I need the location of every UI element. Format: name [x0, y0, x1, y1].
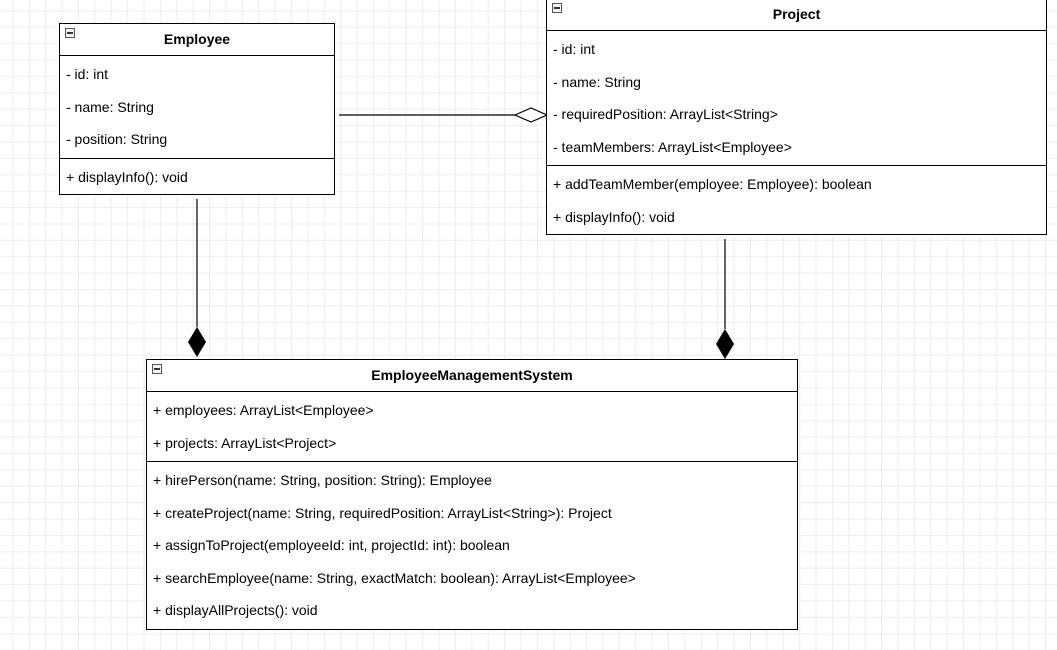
attribute: - name: String	[66, 98, 154, 115]
composition-diamond-employee	[188, 327, 206, 357]
class-employee[interactable]: Employee - id: int - name: String - posi…	[59, 23, 335, 195]
methods-section: + hirePerson(name: String, position: Str…	[147, 462, 797, 629]
method: + searchEmployee(name: String, exactMatc…	[153, 569, 636, 586]
attributes-section: + employees: ArrayList<Employee> + proje…	[147, 392, 797, 462]
collapse-icon[interactable]	[152, 364, 162, 374]
attribute: - id: int	[553, 41, 596, 57]
methods-section: + displayInfo(): void	[60, 159, 334, 196]
attribute: - name: String	[553, 73, 641, 90]
attribute: - requiredPosition: ArrayList<String>	[553, 106, 778, 122]
class-name: EmployeeManagementSystem	[371, 367, 573, 383]
method: + displayInfo(): void	[66, 168, 188, 185]
class-header: Employee	[60, 24, 334, 56]
attribute: - teamMembers: ArrayList<Employee>	[553, 138, 792, 155]
method: + createProject(name: String, requiredPo…	[153, 504, 612, 521]
method: + hirePerson(name: String, position: Str…	[153, 472, 492, 488]
class-project[interactable]: Project - id: int - name: String - requi…	[546, 0, 1047, 235]
attribute: - id: int	[66, 66, 109, 82]
attribute: - position: String	[66, 131, 168, 147]
collapse-icon[interactable]	[65, 28, 75, 38]
attribute: + projects: ArrayList<Project>	[153, 434, 337, 451]
attributes-section: - id: int - name: String - position: Str…	[60, 56, 334, 159]
class-header: EmployeeManagementSystem	[147, 360, 797, 392]
method: + assignToProject(employeeId: int, proje…	[153, 537, 510, 553]
method: + addTeamMember(employee: Employee): boo…	[553, 176, 872, 192]
attribute: + employees: ArrayList<Employee>	[153, 402, 374, 418]
methods-section: + addTeamMember(employee: Employee): boo…	[547, 166, 1046, 235]
class-employee-management-system[interactable]: EmployeeManagementSystem + employees: Ar…	[146, 359, 798, 630]
class-name: Employee	[163, 31, 231, 47]
class-name: Project	[772, 6, 821, 22]
attributes-section: - id: int - name: String - requiredPosit…	[547, 31, 1046, 166]
method: + displayInfo(): void	[553, 208, 675, 225]
aggregation-diamond	[513, 107, 549, 123]
class-header: Project	[547, 0, 1046, 31]
composition-diamond-project	[716, 329, 734, 359]
collapse-icon[interactable]	[552, 3, 562, 13]
method: + displayAllProjects(): void	[153, 602, 318, 618]
